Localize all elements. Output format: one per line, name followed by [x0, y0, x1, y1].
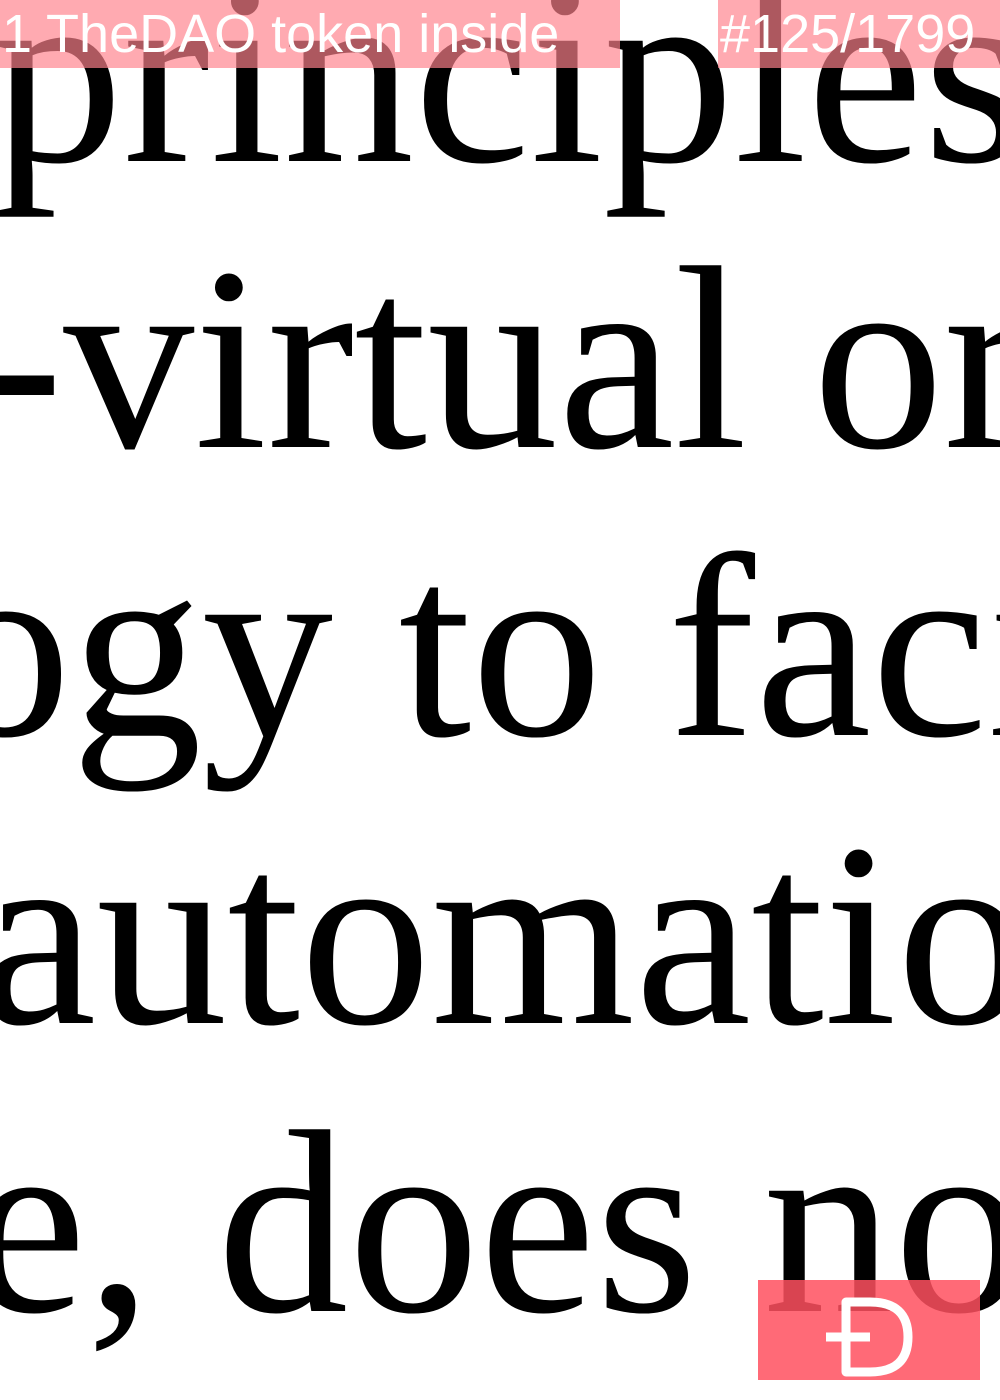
text-line-3: ogy to facil	[0, 502, 1000, 792]
dao-badge	[758, 1280, 980, 1380]
edition-number: #125/1799	[718, 0, 1000, 68]
text-line-4: automation	[0, 790, 1000, 1080]
dao-logo-icon	[826, 1297, 913, 1377]
text-line-2: -virtual org	[0, 214, 1000, 504]
token-label: 1 TheDAO token inside	[0, 0, 620, 68]
